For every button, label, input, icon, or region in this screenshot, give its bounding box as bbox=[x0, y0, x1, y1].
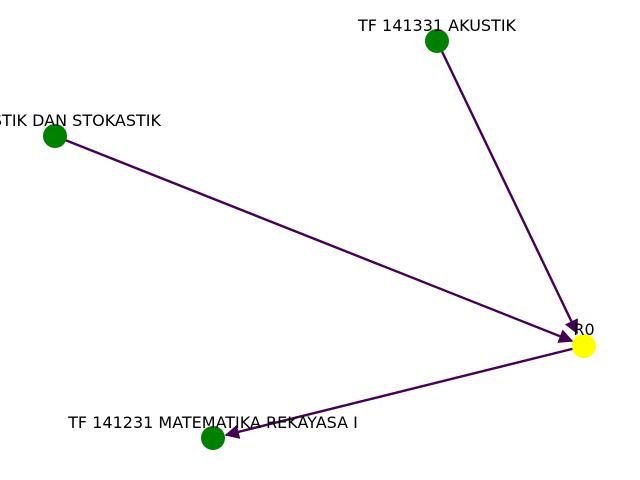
node-statistik[interactable] bbox=[43, 124, 67, 148]
edge-akustik-to-r0 bbox=[435, 40, 579, 335]
node-label-r0: R0 bbox=[573, 320, 594, 339]
node-r0[interactable] bbox=[572, 334, 596, 358]
node-matematika[interactable] bbox=[201, 426, 225, 450]
node-label-statistik: STATISTIK DAN STOKASTIK bbox=[0, 111, 161, 130]
node-label-matematika: TF 141231 MATEMATIKA REKAYASA I bbox=[67, 413, 358, 432]
edge-statistik-to-r0 bbox=[54, 134, 574, 343]
node-akustik[interactable] bbox=[425, 29, 449, 53]
node-label-akustik: TF 141331 AKUSTIK bbox=[357, 16, 517, 35]
edge-r0-to-matematika bbox=[224, 344, 585, 439]
